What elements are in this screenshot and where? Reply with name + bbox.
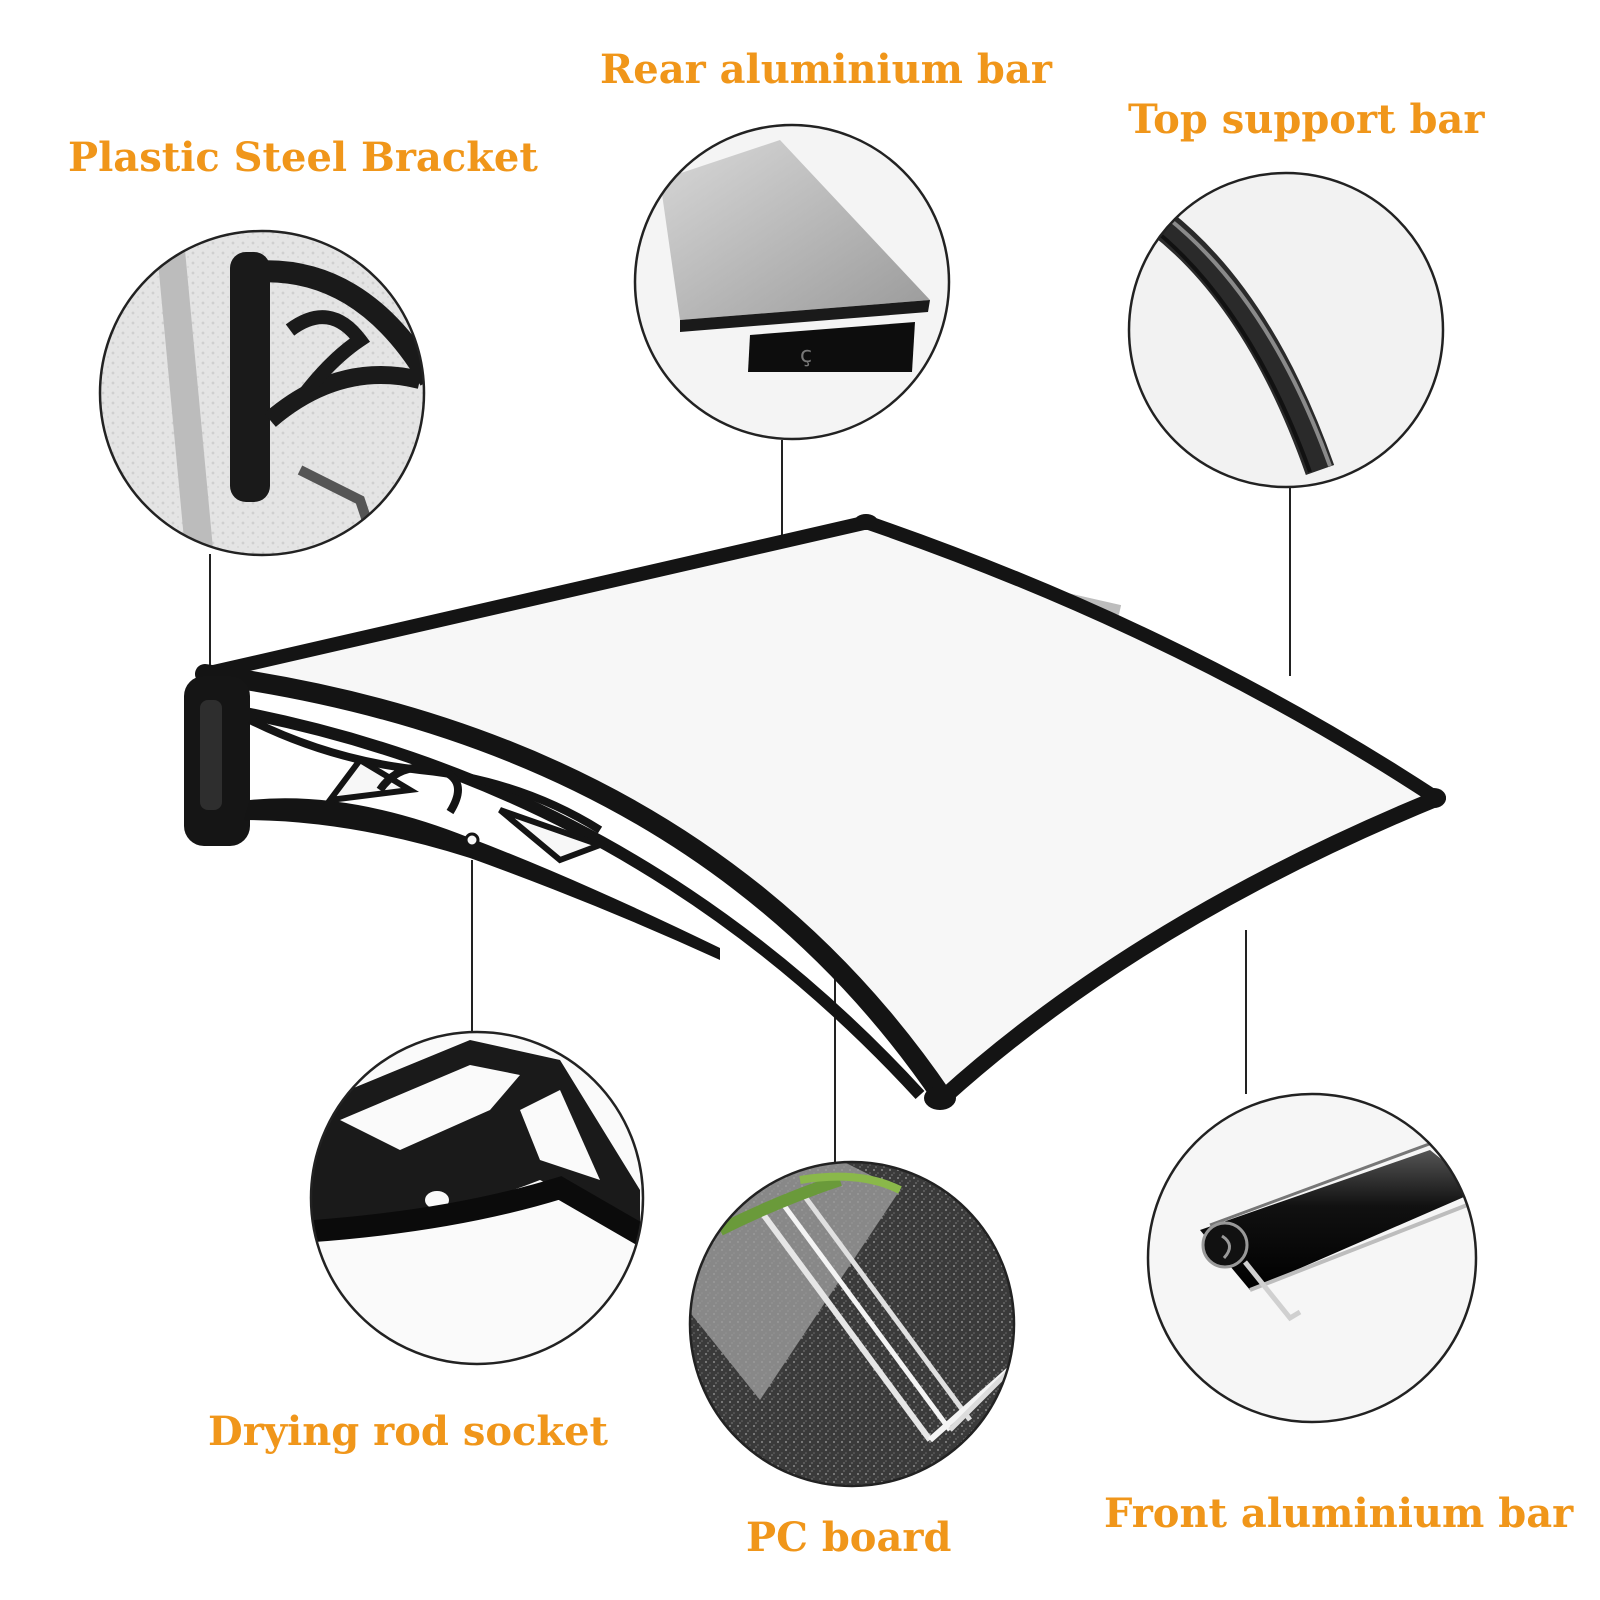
label-top-support-bar: Top support bar bbox=[1128, 96, 1485, 143]
detail-pc-board-circle bbox=[688, 1160, 1016, 1488]
pc-board-panel bbox=[200, 522, 1438, 1098]
rear-bar bbox=[198, 515, 875, 681]
detail-top-bar-circle bbox=[1127, 171, 1445, 489]
detail-rear-bar-circle: ç bbox=[633, 123, 951, 441]
label-front-aluminium-bar: Front aluminium bar bbox=[1104, 1490, 1574, 1537]
label-drying-rod-socket: Drying rod socket bbox=[208, 1408, 609, 1455]
detail-socket-circle bbox=[309, 1030, 645, 1366]
label-pc-board: PC board bbox=[746, 1514, 952, 1561]
label-plastic-steel-bracket: Plastic Steel Bracket bbox=[68, 134, 538, 181]
drying-rod-socket-hole bbox=[464, 832, 480, 848]
front-bar bbox=[935, 790, 1446, 1106]
detail-bracket-circle bbox=[98, 229, 426, 557]
awning-illustration bbox=[184, 514, 1446, 1110]
svg-text:ç: ç bbox=[800, 343, 812, 368]
label-rear-aluminium-bar: Rear aluminium bar bbox=[600, 46, 1052, 93]
plastic-bracket bbox=[244, 798, 720, 960]
left-support-bar bbox=[195, 664, 953, 1108]
top-support-bar bbox=[859, 515, 1443, 805]
detail-front-bar-circle bbox=[1146, 1092, 1478, 1424]
